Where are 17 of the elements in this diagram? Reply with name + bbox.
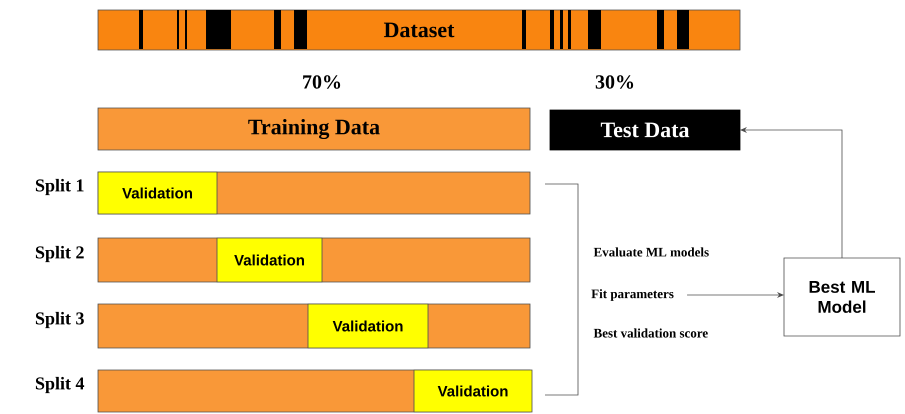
validation-box: Validation [216, 238, 322, 282]
percent-label: 70% [303, 75, 340, 89]
step-text: Fit parameters [591, 289, 674, 301]
validation-box: Validation [414, 370, 532, 412]
percent-label: 30% [596, 75, 634, 89]
model-box: Best ML Model [784, 258, 900, 336]
step-text: Evaluate ML models [594, 247, 709, 257]
split-label: Split 4 [36, 376, 84, 394]
validation-box: Validation [308, 304, 428, 348]
step-text: Best validation score [594, 328, 708, 338]
validation-box: Validation [98, 172, 218, 214]
split-label: Split 1 [36, 178, 84, 196]
test-data-box: Test Data [550, 110, 740, 150]
split-label: Split 3 [36, 312, 84, 328]
dataset-bar: Dataset [98, 10, 740, 50]
training-data-bar: Training Data [98, 108, 530, 150]
split-label: Split 2 [36, 246, 84, 262]
